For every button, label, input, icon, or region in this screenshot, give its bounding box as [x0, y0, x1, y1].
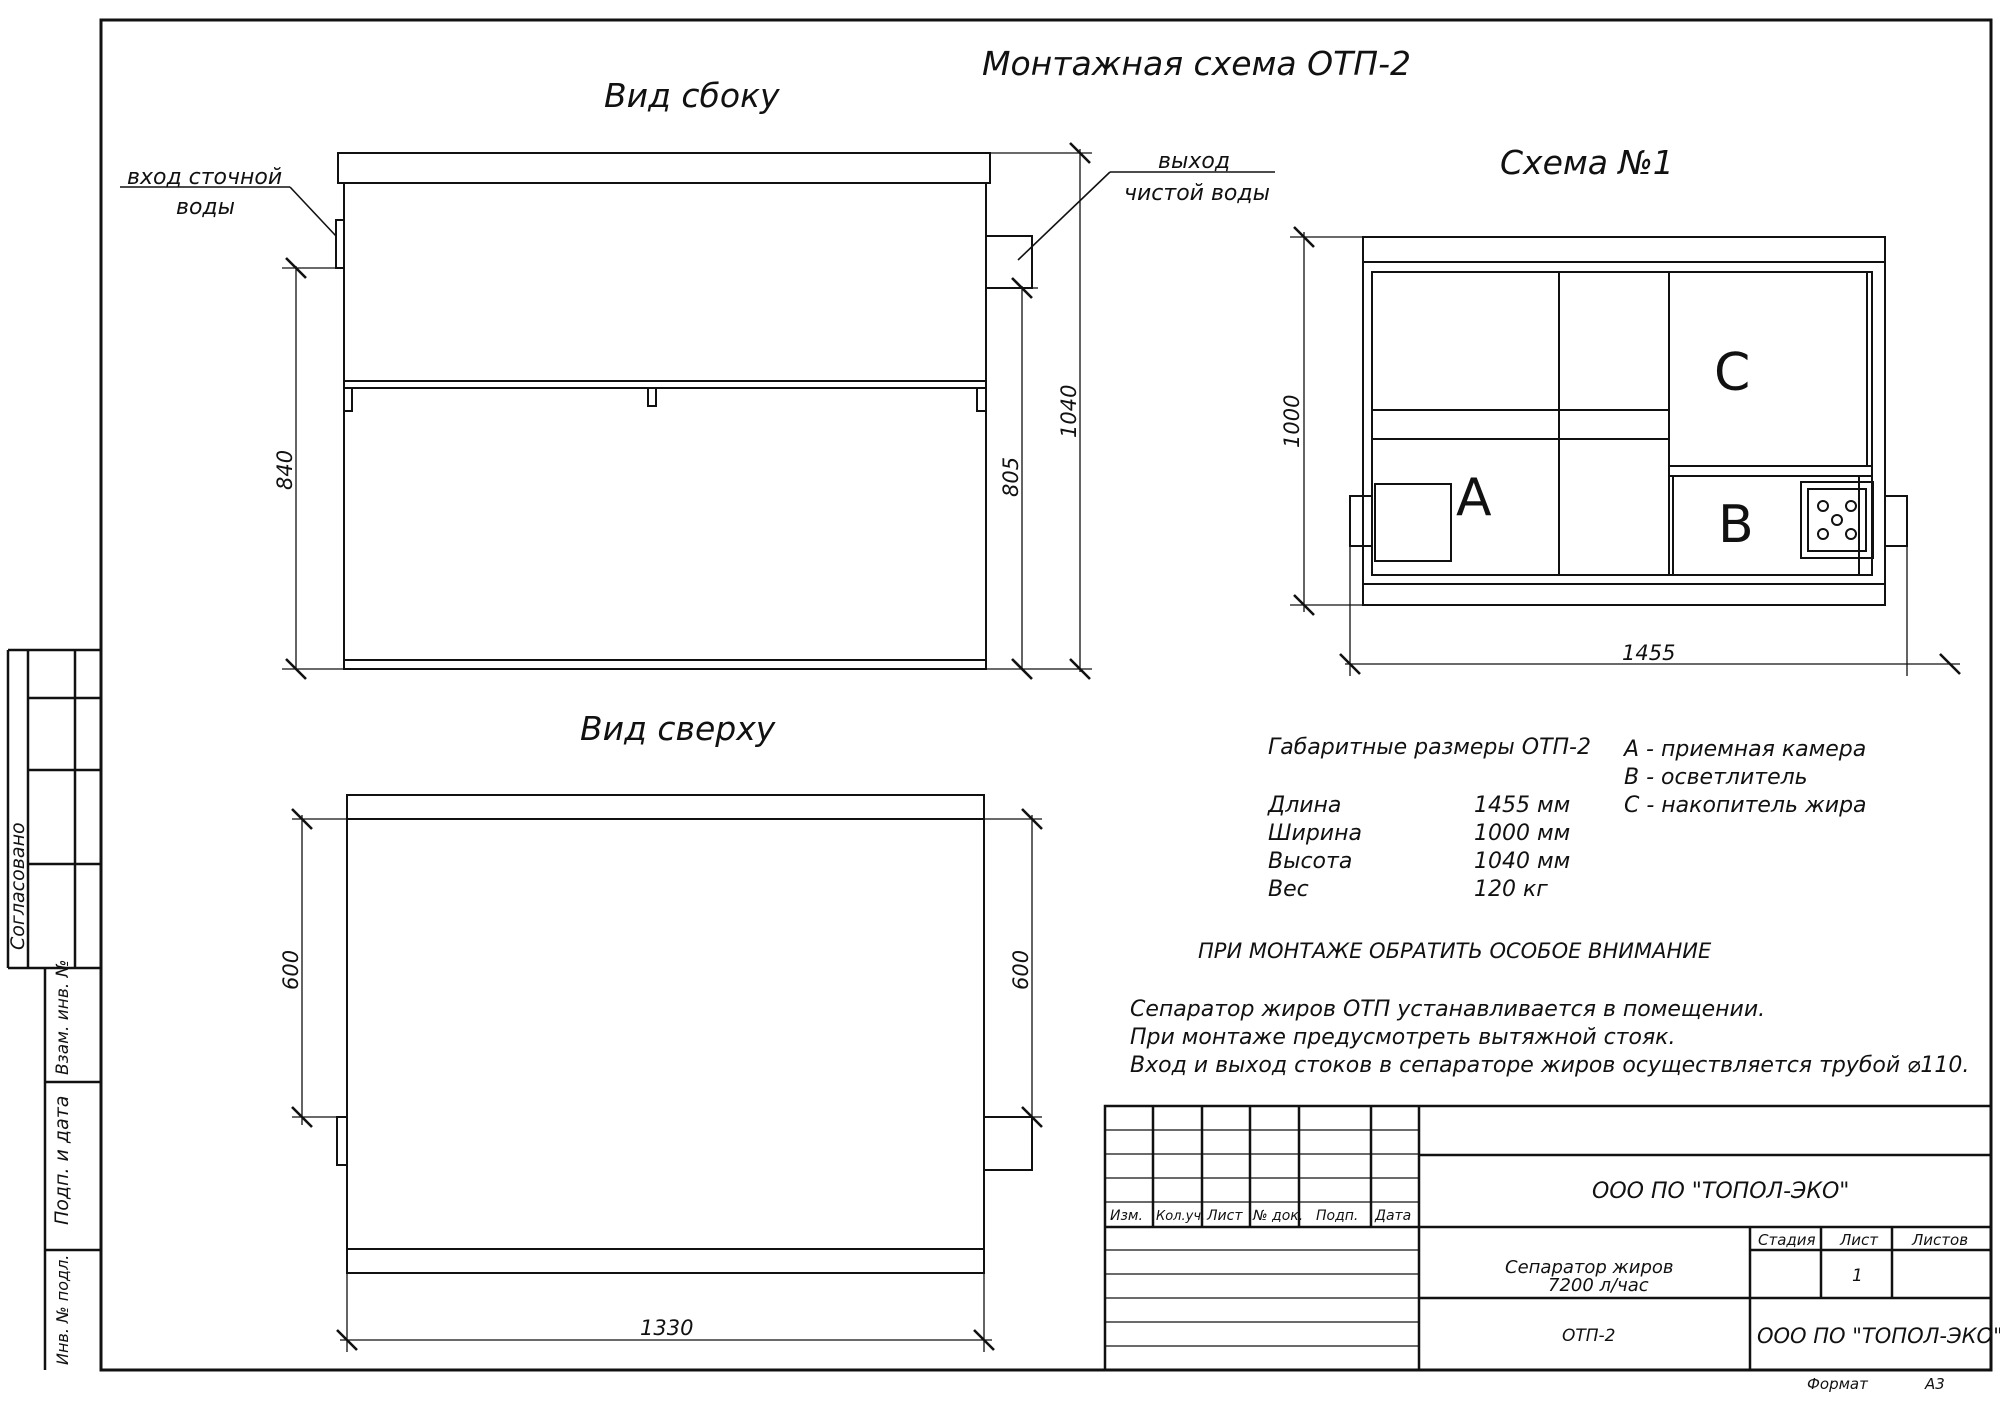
tb-sheet-value: 1: [1852, 1266, 1863, 1286]
tb-designation: ОТП-2: [1562, 1326, 1616, 1346]
side-outlet-pipe: [985, 235, 1033, 289]
spec-length-label: Длина: [1267, 793, 1341, 818]
spec-weight-label: Вес: [1268, 877, 1309, 902]
tb-company-bottom: ООО ПО "ТОПОЛ-ЭКО": [1757, 1324, 2000, 1348]
tb-col-izm: Изм.: [1110, 1208, 1143, 1224]
spec-width-value: 1000 мм: [1474, 821, 1570, 846]
top-view-outline: [346, 794, 985, 1274]
scheme-outlet-pipe: [1884, 495, 1908, 547]
top-dim-right: 600: [1009, 950, 1033, 990]
scheme-outline: [1362, 236, 1886, 606]
legend-item-b: B - осветлитель: [1624, 765, 1808, 790]
scheme-inlet-box: [1374, 483, 1452, 562]
swap-inv-label: Взам. инв. №: [53, 960, 73, 1075]
chamber-b-label: B: [1718, 495, 1754, 555]
side-dim-left: 840: [273, 450, 297, 490]
drawing-title: Монтажная схема ОТП-2: [982, 44, 1411, 83]
tb-col-doc: № док.: [1252, 1208, 1303, 1224]
note-line-3: Вход и выход стоков в сепараторе жиров о…: [1130, 1053, 1969, 1078]
scheme-inlet-pipe: [1349, 495, 1373, 547]
tb-company-top: ООО ПО "ТОПОЛ-ЭКО": [1592, 1179, 1849, 1204]
scheme-dim-height: 1000: [1280, 395, 1304, 448]
top-view-title: Вид сверху: [580, 709, 776, 748]
side-view-dimensions: [282, 149, 1092, 672]
inlet-label-line2: воды: [176, 195, 235, 220]
scheme-dimensions: [1290, 232, 1960, 676]
note-line-2: При монтаже предусмотреть вытяжной стояк…: [1130, 1025, 1675, 1050]
spec-weight-value: 120 кг: [1474, 877, 1548, 902]
top-inlet-pipe: [336, 1116, 348, 1166]
side-dim-right-inner: 805: [999, 457, 1023, 497]
format-value: А3: [1924, 1375, 1945, 1393]
left-stamp-strip: [6, 648, 101, 1370]
agreed-label: Согласовано: [7, 822, 29, 950]
outlet-label-line2: чистой воды: [1124, 181, 1270, 206]
inlet-label-line1: вход сточной: [127, 165, 282, 190]
top-view-dimensions: [292, 815, 1042, 1352]
chamber-c-label: C: [1714, 343, 1750, 403]
top-outlet-pipe: [983, 1116, 1033, 1171]
specs-heading: Габаритные размеры ОТП-2: [1268, 735, 1591, 760]
title-block-grid: [1103, 1104, 1993, 1372]
scheme-outlet-filter: [1800, 481, 1874, 559]
scheme-dim-length: 1455: [1622, 641, 1675, 665]
sign-date-label: Подп. и дата: [51, 1096, 73, 1225]
tb-sheet-header: Лист: [1839, 1231, 1879, 1249]
tb-product-line2: 7200 л/час: [1548, 1275, 1649, 1296]
scheme-title: Схема №1: [1500, 143, 1674, 182]
tb-col-data: Дата: [1374, 1208, 1411, 1224]
format-label: Формат: [1807, 1375, 1869, 1393]
title-block-thin-rows: [1105, 1129, 1419, 1347]
side-view-title: Вид сбоку: [604, 76, 780, 115]
legend-item-c: C - накопитель жира: [1624, 793, 1867, 818]
side-view-outline: [337, 152, 991, 670]
note-line-1: Сепаратор жиров ОТП устанавливается в по…: [1130, 997, 1765, 1022]
tb-stage-header: Стадия: [1758, 1231, 1816, 1249]
tb-col-podp: Подп.: [1316, 1208, 1358, 1224]
outlet-label-line1: выход: [1158, 149, 1230, 174]
tb-product-line1: Сепаратор жиров: [1505, 1257, 1674, 1278]
side-view-dim-ticks: [285, 142, 1091, 680]
top-view-dim-ticks: [291, 808, 1043, 1351]
top-dim-bottom: 1330: [640, 1316, 693, 1340]
spec-width-label: Ширина: [1268, 821, 1362, 846]
spec-height-value: 1040 мм: [1474, 849, 1570, 874]
inv-orig-label: Инв. № подл.: [53, 1255, 72, 1365]
legend-item-a: A - приемная камера: [1622, 737, 1866, 762]
top-dim-left: 600: [279, 950, 303, 990]
side-dim-right-outer: 1040: [1057, 385, 1081, 438]
tb-sheets-header: Листов: [1911, 1231, 1968, 1249]
chamber-a-label: A: [1456, 468, 1492, 528]
spec-height-label: Высота: [1268, 849, 1352, 874]
scheme-dim-ticks: [1293, 226, 1961, 675]
side-inlet-pipe: [335, 219, 345, 269]
tb-col-list: Лист: [1206, 1208, 1243, 1224]
notes-heading: ПРИ МОНТАЖЕ ОБРАТИТЬ ОСОБОЕ ВНИМАНИЕ: [1198, 939, 1712, 963]
sheet-frame: [99, 18, 1993, 1372]
side-view-leaders: [120, 171, 1275, 261]
spec-length-value: 1455 мм: [1474, 793, 1570, 818]
tb-col-kol: Кол.уч.: [1156, 1209, 1205, 1224]
